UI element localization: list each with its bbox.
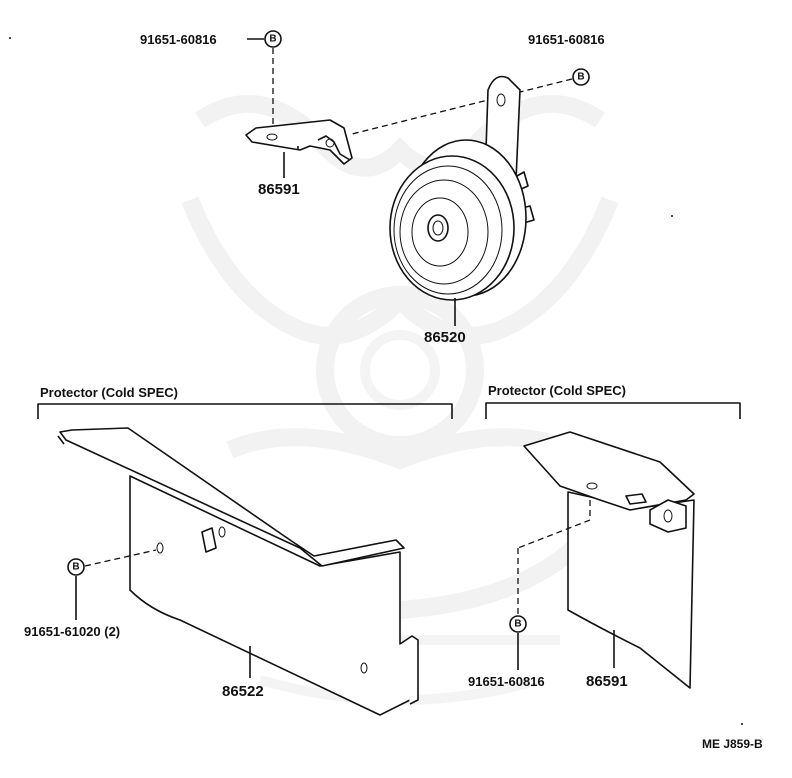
group-bracket-right [485,402,741,419]
callout-protector-left: 86522 [222,683,264,700]
callout-bracket-top: 86591 [258,181,300,198]
bolt-badge-right-protector: B [509,615,527,633]
callout-bolt-top-left: 91651-60816 [140,32,217,47]
bolt-badge-top-right: B [572,68,590,86]
bolt-badge-left-protector: B [67,558,85,576]
callout-bolt-top-right: 91651-60816 [528,32,605,47]
group-label-right: Protector (Cold SPEC) [488,383,626,398]
leader-dash-top-right [351,78,573,135]
svg-text:B: B [72,562,79,573]
group-bracket-left [37,403,453,419]
scan-speck [671,215,673,217]
scan-speck [9,37,11,39]
callout-horn: 86520 [424,329,466,346]
scan-speck [741,723,743,725]
protector-left-drawing [57,427,419,716]
group-label-left: Protector (Cold SPEC) [40,385,178,400]
leader-dash-right-protector-b [517,519,591,549]
bolt-badge-top-left: B [264,30,282,48]
leader-dash-left-protector [84,549,157,567]
svg-text:B: B [577,72,584,83]
callout-bolt-left-protector: 91651-61020 (2) [24,624,120,639]
svg-text:B: B [269,34,276,45]
reference-code: ME J859-B [702,737,763,751]
bracket-top-drawing [245,119,353,178]
callout-bracket-right: 86591 [586,673,628,690]
callout-bolt-right-protector: 91651-60816 [468,674,545,689]
horn-drawing [389,75,535,301]
bracket-right-drawing [523,431,695,689]
svg-text:B: B [514,619,521,630]
